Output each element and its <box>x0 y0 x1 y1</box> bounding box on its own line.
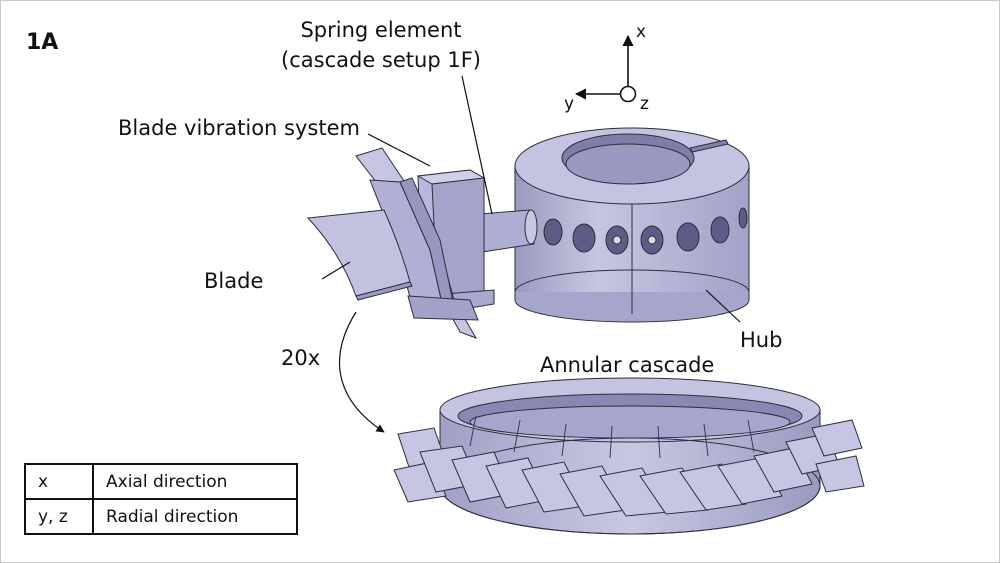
legend-symbol: x <box>24 463 94 500</box>
count-label: 20x <box>281 346 321 370</box>
legend-row: y, z Radial direction <box>24 498 298 535</box>
spring-element-label: Spring element (cascade setup 1F) <box>266 15 496 75</box>
hub-leader-line <box>705 289 741 323</box>
blade-vibration-system-drawing <box>355 147 495 339</box>
vibration-system-leader-line <box>367 133 431 167</box>
count-arrow <box>338 311 385 433</box>
panel-id: 1A <box>26 30 59 55</box>
axis-z-label: z <box>640 94 649 114</box>
spring-leader-line <box>461 75 493 215</box>
axis-y-label: y <box>564 94 575 114</box>
blade-drawing <box>306 209 413 301</box>
blade-leader-line <box>321 261 351 280</box>
spring-label-line1: Spring element <box>300 18 462 42</box>
blade-vibration-system-label: Blade vibration system <box>118 116 360 140</box>
blade-label: Blade <box>204 269 264 293</box>
legend-table: x Axial direction y, z Radial direction <box>24 463 298 535</box>
annular-cascade-drawing <box>393 377 865 535</box>
hub-drawing <box>514 127 750 323</box>
coordinate-system <box>574 34 637 103</box>
cascade-spokes <box>469 415 755 459</box>
hub-holes <box>543 207 748 255</box>
legend-description: Axial direction <box>92 463 298 500</box>
legend-row: x Axial direction <box>24 463 298 500</box>
legend-description: Radial direction <box>92 498 298 535</box>
spring-label-line2: (cascade setup 1F) <box>281 48 481 72</box>
legend-symbol: y, z <box>24 498 94 535</box>
z-axis-circle <box>619 85 637 103</box>
annular-cascade-label: Annular cascade <box>540 353 715 377</box>
axis-x-label: x <box>636 22 647 42</box>
leader-lines <box>321 75 741 433</box>
hub-label: Hub <box>740 328 783 352</box>
cascade-blades <box>393 419 865 517</box>
spring-element-drawing <box>479 209 538 253</box>
